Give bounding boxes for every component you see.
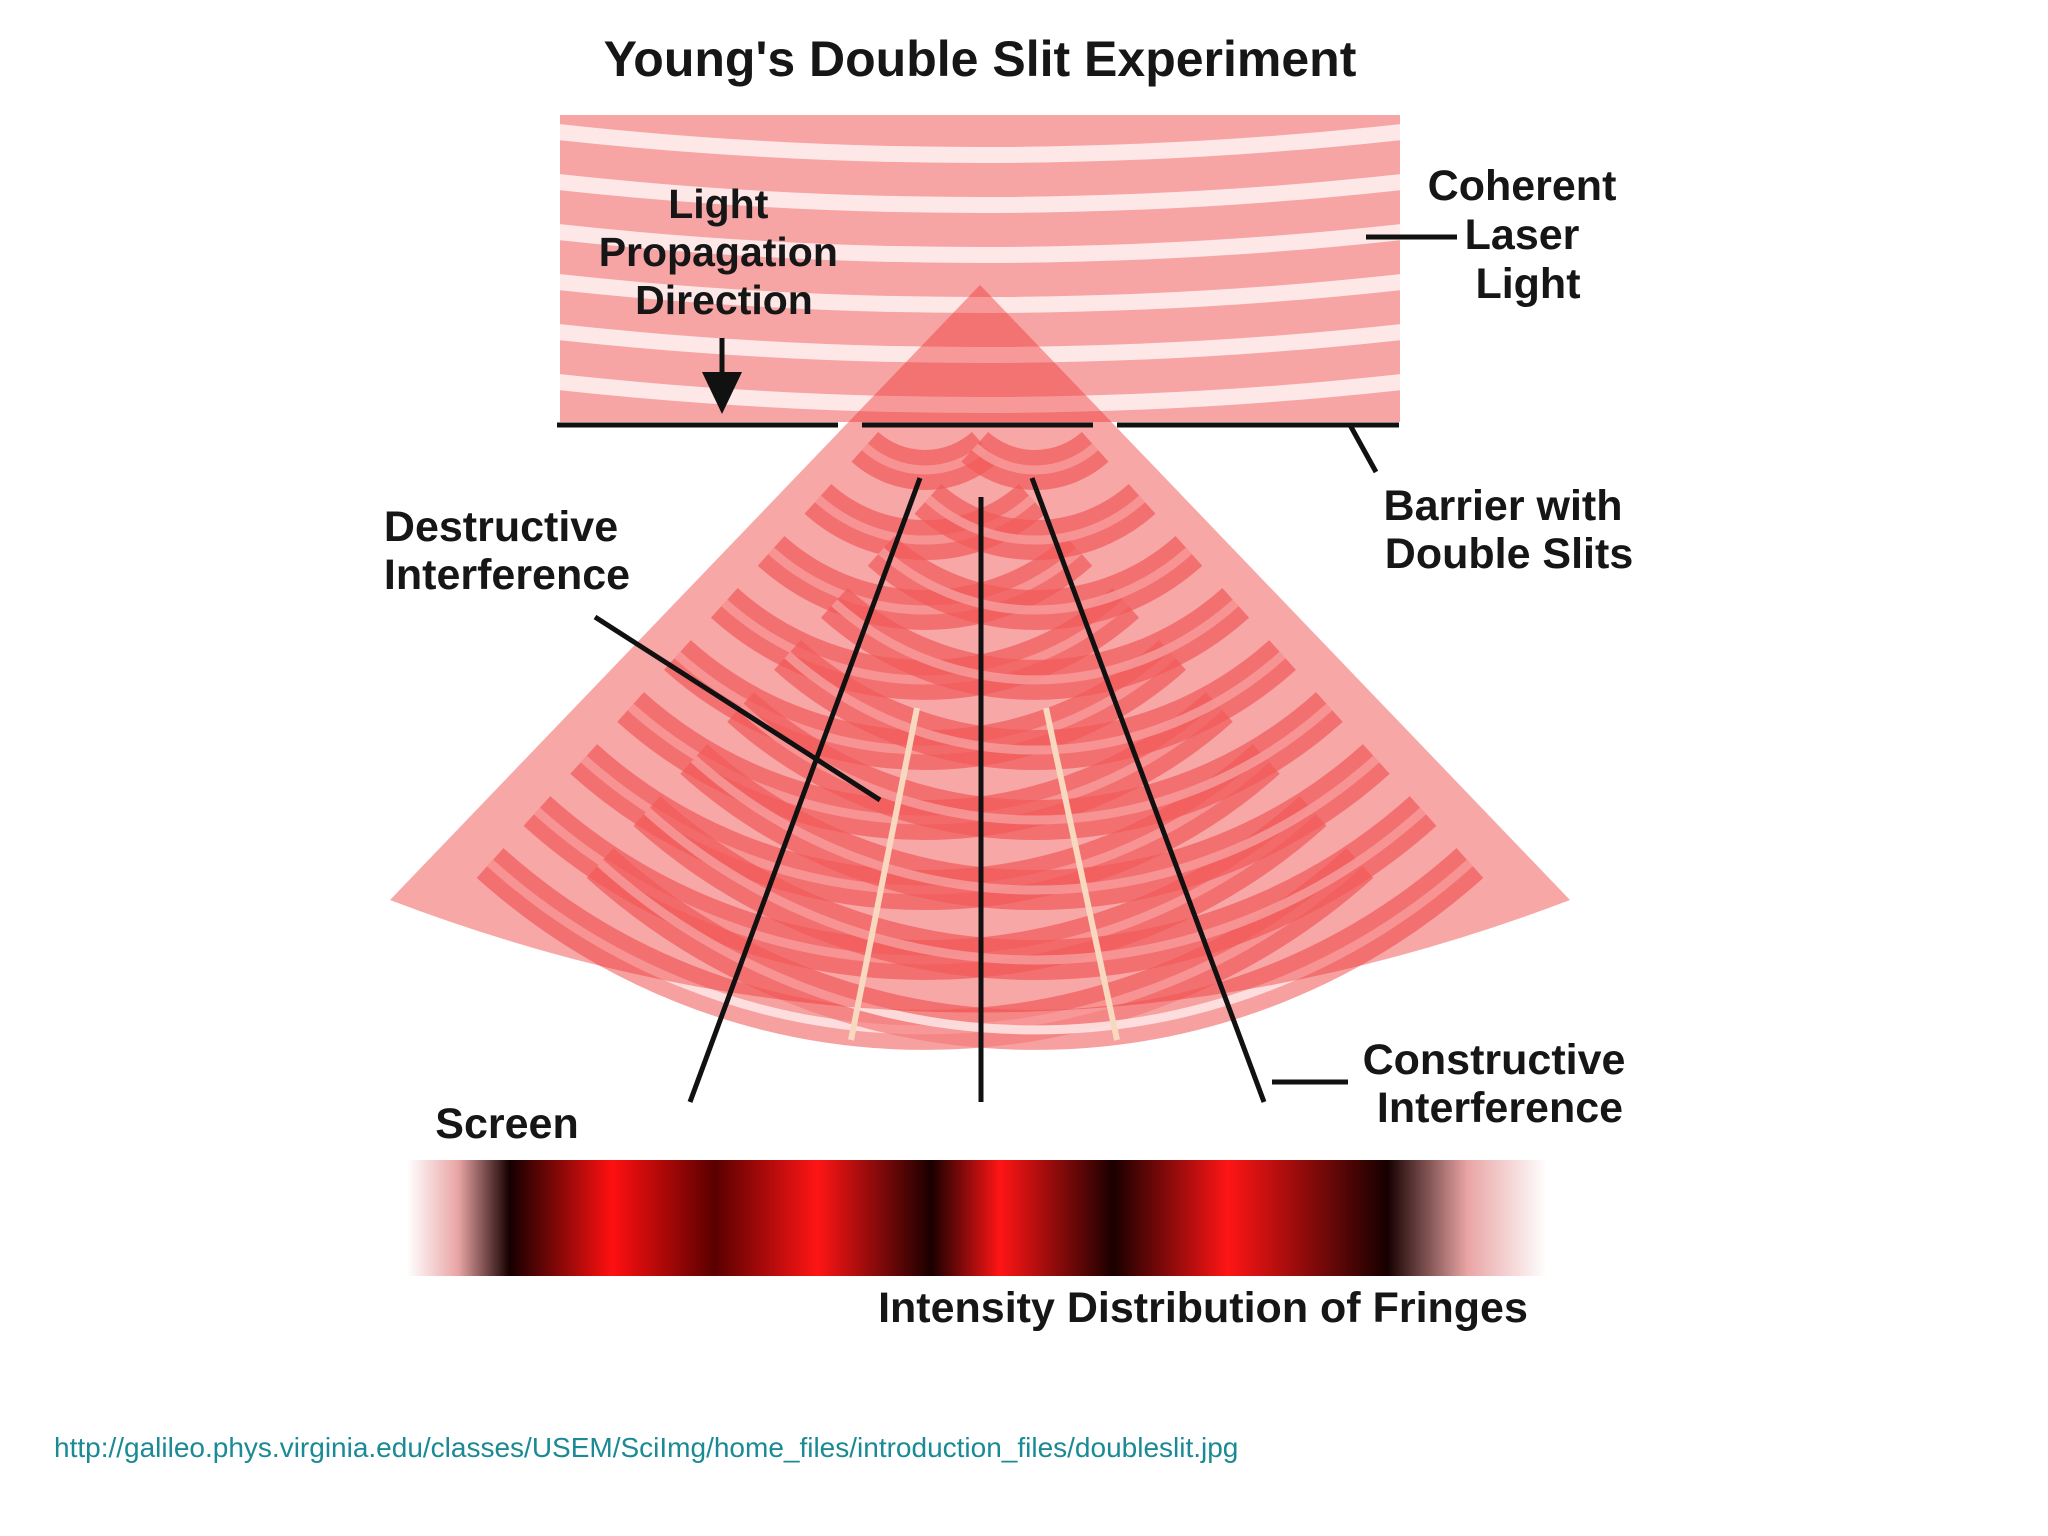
destructive-lines [848,707,1120,1041]
plane-wave-region [560,115,1400,422]
diagram-title: Young's Double Slit Experiment [604,31,1357,87]
wavefront-highlight [690,755,1380,895]
plane-wavefront [560,324,1400,363]
destructive-interference-label: Destructive Interference [384,503,630,599]
wavefront-highlight [878,547,1192,615]
intensity-fringe-bar [407,1160,1547,1276]
constructive-interference-label: Constructive Interference [1363,1036,1638,1132]
wavefront-highlight [924,495,1146,545]
intensity-distribution-label: Intensity Distribution of Fringes [878,1284,1528,1332]
coherent-laser-label: Coherent Laser Light [1428,162,1629,308]
light-propagation-label: Light Propagation Direction [599,181,850,323]
diffracted-wavefronts [476,431,1484,1050]
barrier-pointer [1347,423,1379,474]
plane-wavefront [560,374,1400,413]
wavefront-highlight [597,859,1473,1035]
right-constructive-line [1029,477,1267,1103]
plane-wavefront [560,124,1400,163]
destructive-pointer [593,614,882,803]
wavefront-highlight [784,651,1286,755]
plane-wavefront [560,274,1400,313]
guide-lines [593,234,1457,1103]
wavefront-highlight [768,547,1082,615]
left-constructive-line [687,477,923,1103]
source-url: http://galileo.phys.virginia.edu/classes… [54,1432,1239,1463]
propagation-arrow-icon [702,372,742,414]
barrier-label: Barrier with Double Slits [1384,482,1635,578]
plane-wavefront [560,224,1400,263]
wavefront-highlight [831,599,1239,685]
screen-label: Screen [435,1100,578,1148]
wavefront-highlight [643,807,1427,965]
plane-wavefront [560,174,1400,213]
wavefront-highlight [971,443,1099,475]
